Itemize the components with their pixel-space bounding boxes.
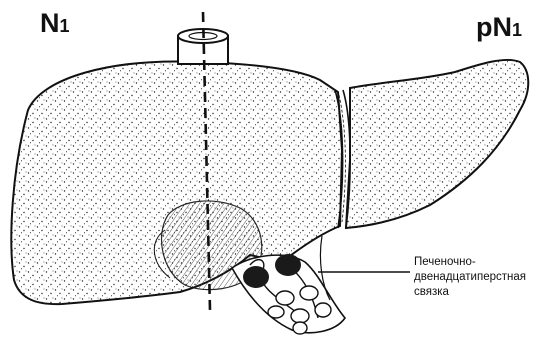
lymph-node-dark xyxy=(275,254,301,276)
callout-line: двенадцатиперстная xyxy=(414,270,526,285)
callout-hepatoduodenal-ligament: Печеночно- двенадцатиперстная связка xyxy=(414,255,526,300)
label-pn1: pN1 xyxy=(476,12,522,43)
liver-left-lobe xyxy=(346,60,528,228)
callout-line: связка xyxy=(414,285,526,300)
lymph-node-dark xyxy=(243,266,269,288)
callout-line: Печеночно- xyxy=(414,255,526,270)
label-n1: N1 xyxy=(40,8,70,39)
